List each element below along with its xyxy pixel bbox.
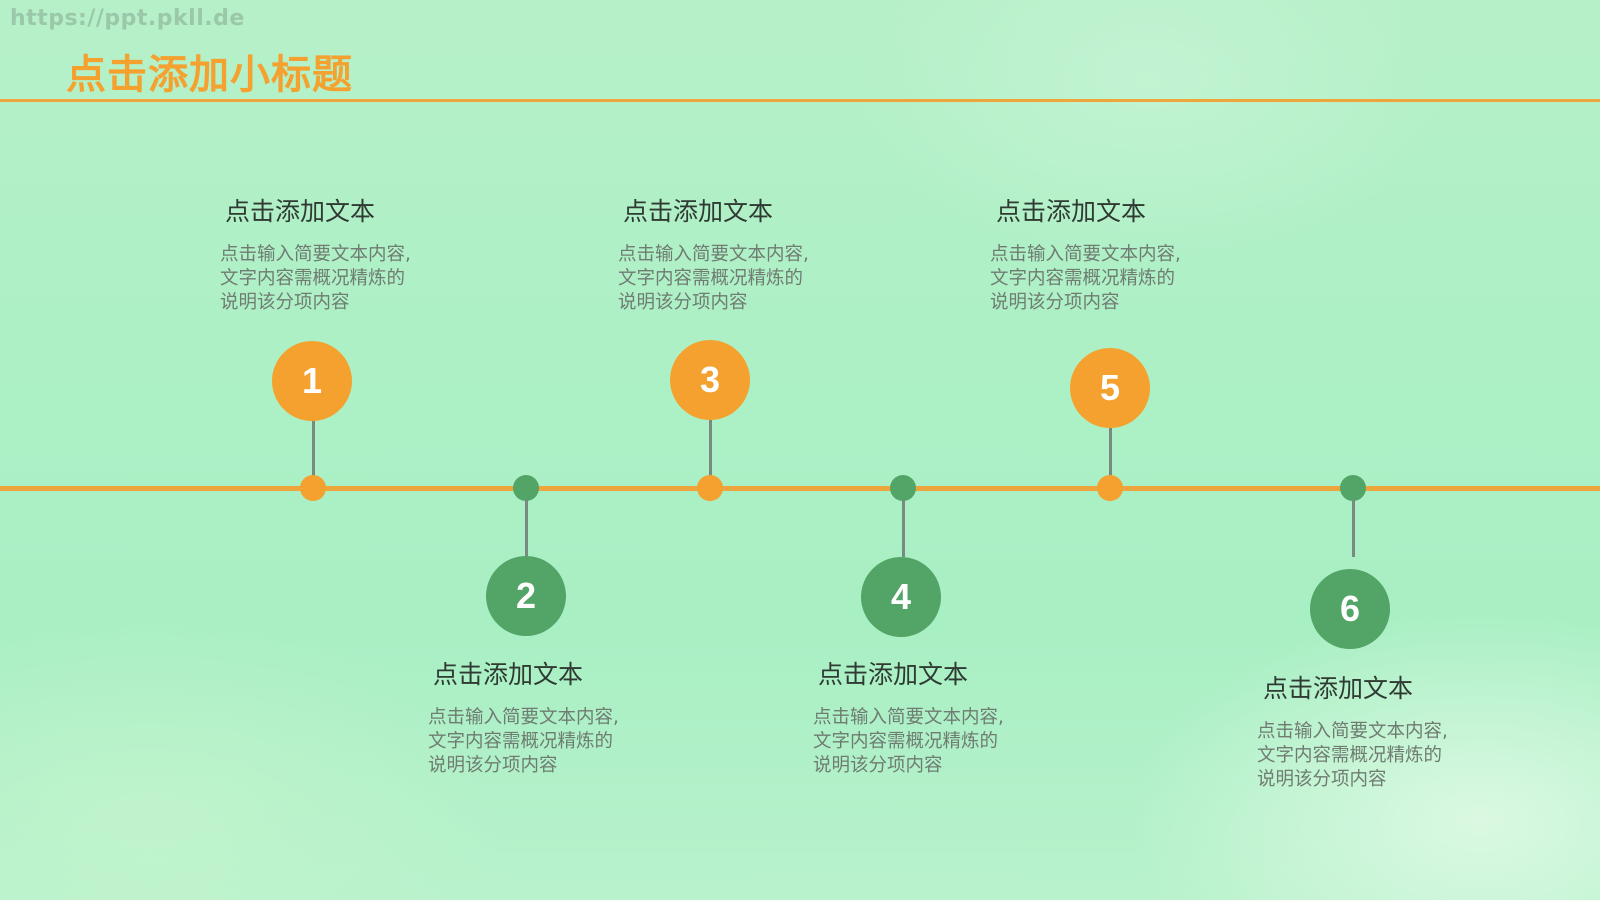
item-title[interactable]: 点击添加文本 bbox=[433, 660, 584, 689]
desc-line: 文字内容需概况精炼的 bbox=[428, 731, 614, 752]
desc-line: 点击输入简要文本内容, bbox=[428, 707, 619, 728]
desc-line: 文字内容需概况精炼的 bbox=[618, 268, 804, 289]
page-title[interactable]: 点击添加小标题 bbox=[66, 52, 353, 98]
desc-line: 点击输入简要文本内容, bbox=[990, 244, 1181, 265]
timeline-line bbox=[0, 486, 1600, 491]
connector-stem bbox=[524, 500, 528, 557]
desc-line: 文字内容需概况精炼的 bbox=[813, 731, 999, 752]
item-description[interactable]: 点击输入简要文本内容, 文字内容需概况精炼的 说明该分项内容 bbox=[428, 706, 648, 778]
timeline-dot bbox=[890, 475, 916, 501]
desc-line: 说明该分项内容 bbox=[220, 292, 350, 313]
number-badge: 4 bbox=[861, 557, 941, 637]
connector-stem bbox=[1351, 500, 1355, 557]
desc-line: 说明该分项内容 bbox=[1257, 769, 1387, 790]
desc-line: 文字内容需概况精炼的 bbox=[1257, 745, 1443, 766]
item-title[interactable]: 点击添加文本 bbox=[225, 197, 376, 226]
connector-stem bbox=[901, 500, 905, 557]
timeline-dot bbox=[513, 475, 539, 501]
desc-line: 文字内容需概况精炼的 bbox=[990, 268, 1176, 289]
item-description[interactable]: 点击输入简要文本内容, 文字内容需概况精炼的 说明该分项内容 bbox=[1257, 720, 1477, 792]
item-description[interactable]: 点击输入简要文本内容, 文字内容需概况精炼的 说明该分项内容 bbox=[618, 243, 838, 315]
number-badge: 6 bbox=[1310, 569, 1390, 649]
desc-line: 点击输入简要文本内容, bbox=[618, 244, 809, 265]
connector-stem bbox=[708, 420, 712, 477]
desc-line: 说明该分项内容 bbox=[428, 755, 558, 776]
number-badge: 1 bbox=[272, 341, 352, 421]
item-title[interactable]: 点击添加文本 bbox=[1263, 674, 1414, 703]
desc-line: 说明该分项内容 bbox=[618, 292, 748, 313]
number-badge: 2 bbox=[486, 556, 566, 636]
timeline-dot bbox=[697, 475, 723, 501]
timeline-dot bbox=[1097, 475, 1123, 501]
item-description[interactable]: 点击输入简要文本内容, 文字内容需概况精炼的 说明该分项内容 bbox=[990, 243, 1210, 315]
number-badge: 5 bbox=[1070, 348, 1150, 428]
desc-line: 说明该分项内容 bbox=[990, 292, 1120, 313]
desc-line: 文字内容需概况精炼的 bbox=[220, 268, 406, 289]
header-divider bbox=[0, 99, 1600, 102]
item-title[interactable]: 点击添加文本 bbox=[623, 197, 774, 226]
desc-line: 点击输入简要文本内容, bbox=[813, 707, 1004, 728]
timeline-dot bbox=[300, 475, 326, 501]
item-description[interactable]: 点击输入简要文本内容, 文字内容需概况精炼的 说明该分项内容 bbox=[813, 706, 1033, 778]
connector-stem bbox=[1108, 428, 1112, 477]
item-title[interactable]: 点击添加文本 bbox=[818, 660, 969, 689]
timeline-dot bbox=[1340, 475, 1366, 501]
connector-stem bbox=[311, 421, 315, 477]
desc-line: 点击输入简要文本内容, bbox=[1257, 721, 1448, 742]
item-title[interactable]: 点击添加文本 bbox=[996, 197, 1147, 226]
watermark: https://ppt.pkll.de bbox=[10, 6, 245, 31]
desc-line: 点击输入简要文本内容, bbox=[220, 244, 411, 265]
item-description[interactable]: 点击输入简要文本内容, 文字内容需概况精炼的 说明该分项内容 bbox=[220, 243, 440, 315]
desc-line: 说明该分项内容 bbox=[813, 755, 943, 776]
number-badge: 3 bbox=[670, 340, 750, 420]
